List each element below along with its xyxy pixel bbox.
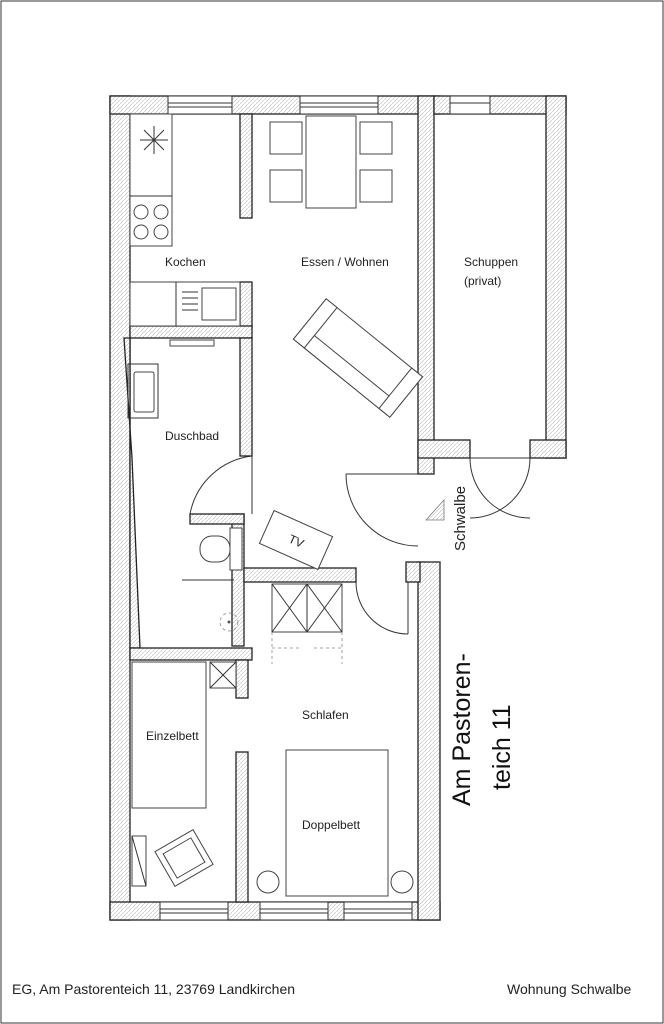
- room-label-duschbad: Duschbad: [165, 429, 219, 443]
- wash-basin: [133, 371, 155, 413]
- tv-label: TV: [286, 532, 306, 551]
- street-line-1: Am Pastoren-: [448, 653, 476, 806]
- room-label-kochen: Kochen: [165, 255, 206, 269]
- wardrobe: [271, 583, 343, 664]
- toilet: [199, 535, 231, 563]
- bedside-lamp: [256, 870, 280, 894]
- room-label-privat: (privat): [464, 274, 501, 288]
- room-label-schuppen: Schuppen: [464, 255, 518, 269]
- double-bed: [285, 749, 389, 897]
- bathroom-counter: [127, 363, 159, 419]
- armchair: [154, 828, 214, 888]
- door-swings: [189, 455, 531, 635]
- street-address: Am Pastoren- teich 11: [448, 653, 516, 806]
- street-line-2: teich 11: [488, 704, 516, 790]
- stove-burner-icon: [133, 204, 149, 220]
- entrance-triangle-icon: [425, 498, 445, 521]
- windows: [159, 95, 491, 921]
- bedroom: [131, 661, 414, 897]
- mirror: [169, 339, 215, 347]
- sofa: [292, 298, 424, 418]
- tv-cabinet: TV: [258, 509, 334, 571]
- room-label-essen-wohnen: Essen / Wohnen: [301, 255, 389, 269]
- entrance-label-schwalbe: Schwalbe: [452, 486, 469, 551]
- room-label-doppelbett: Doppelbett: [302, 818, 361, 832]
- dining-table: [305, 115, 357, 209]
- room-label-einzelbett: Einzelbett: [146, 729, 199, 743]
- dining-chair: [269, 121, 303, 155]
- bathroom: [127, 339, 243, 632]
- room-label-schlafen: Schlafen: [302, 708, 349, 722]
- footer-address: EG, Am Pastorenteich 11, 23769 Landkirch…: [12, 981, 295, 997]
- shower-drain-icon: [219, 612, 239, 632]
- toilet-tank: [229, 527, 243, 571]
- single-bed: [131, 661, 207, 809]
- kitchen: [129, 113, 241, 327]
- room-labels: Kochen Essen / Wohnen Schuppen (privat) …: [146, 255, 518, 832]
- kitchen-counter: [129, 113, 173, 247]
- living-area: TV: [258, 115, 424, 571]
- kitchen-sink: [201, 287, 237, 321]
- footer-apartment: Wohnung Schwalbe: [507, 981, 631, 997]
